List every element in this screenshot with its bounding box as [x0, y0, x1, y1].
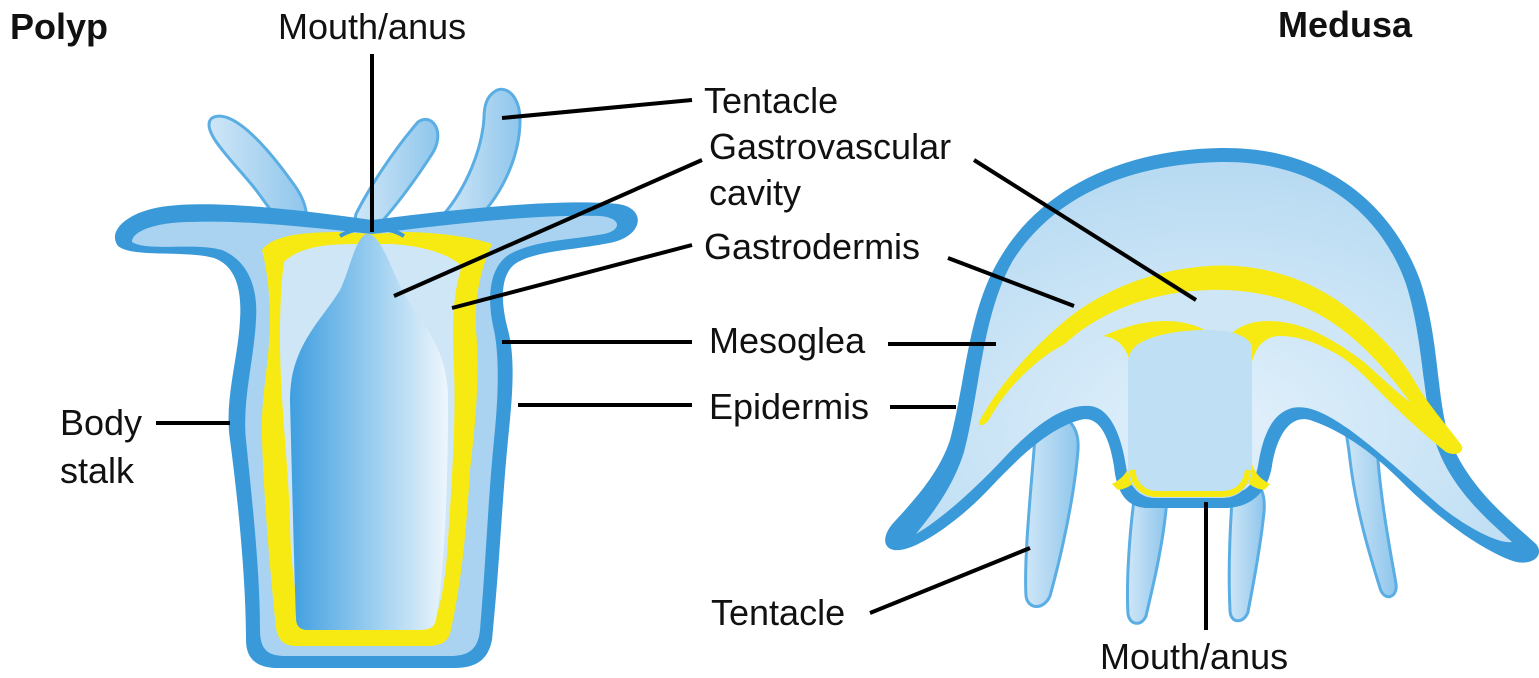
- polyp-illustration: [115, 89, 638, 668]
- mesoglea-label: Mesoglea: [709, 320, 865, 362]
- tentacle-top-label: Tentacle: [704, 80, 838, 122]
- gastrodermis-label: Gastrodermis: [704, 226, 920, 268]
- gastrovascular-label-line2: cavity: [709, 172, 801, 214]
- polyp-title: Polyp: [10, 6, 108, 48]
- body-stalk-label-line1: Body: [60, 402, 142, 444]
- polyp-mouth-label: Mouth/anus: [278, 6, 466, 48]
- tentacle-top-leader: [502, 100, 692, 118]
- medusa-mouth-label: Mouth/anus: [1100, 636, 1288, 678]
- medusa-title: Medusa: [1278, 4, 1412, 46]
- gastrovascular-label-line1: Gastrovascular: [709, 126, 951, 168]
- medusa-gastrovascular-cavity: [1128, 330, 1252, 498]
- medusa-illustration: [885, 148, 1539, 623]
- tentacle-bottom-label: Tentacle: [711, 592, 845, 634]
- body-stalk-label-line2: stalk: [60, 450, 134, 492]
- tentacle-bottom-leader: [870, 548, 1030, 613]
- epidermis-label: Epidermis: [709, 386, 869, 428]
